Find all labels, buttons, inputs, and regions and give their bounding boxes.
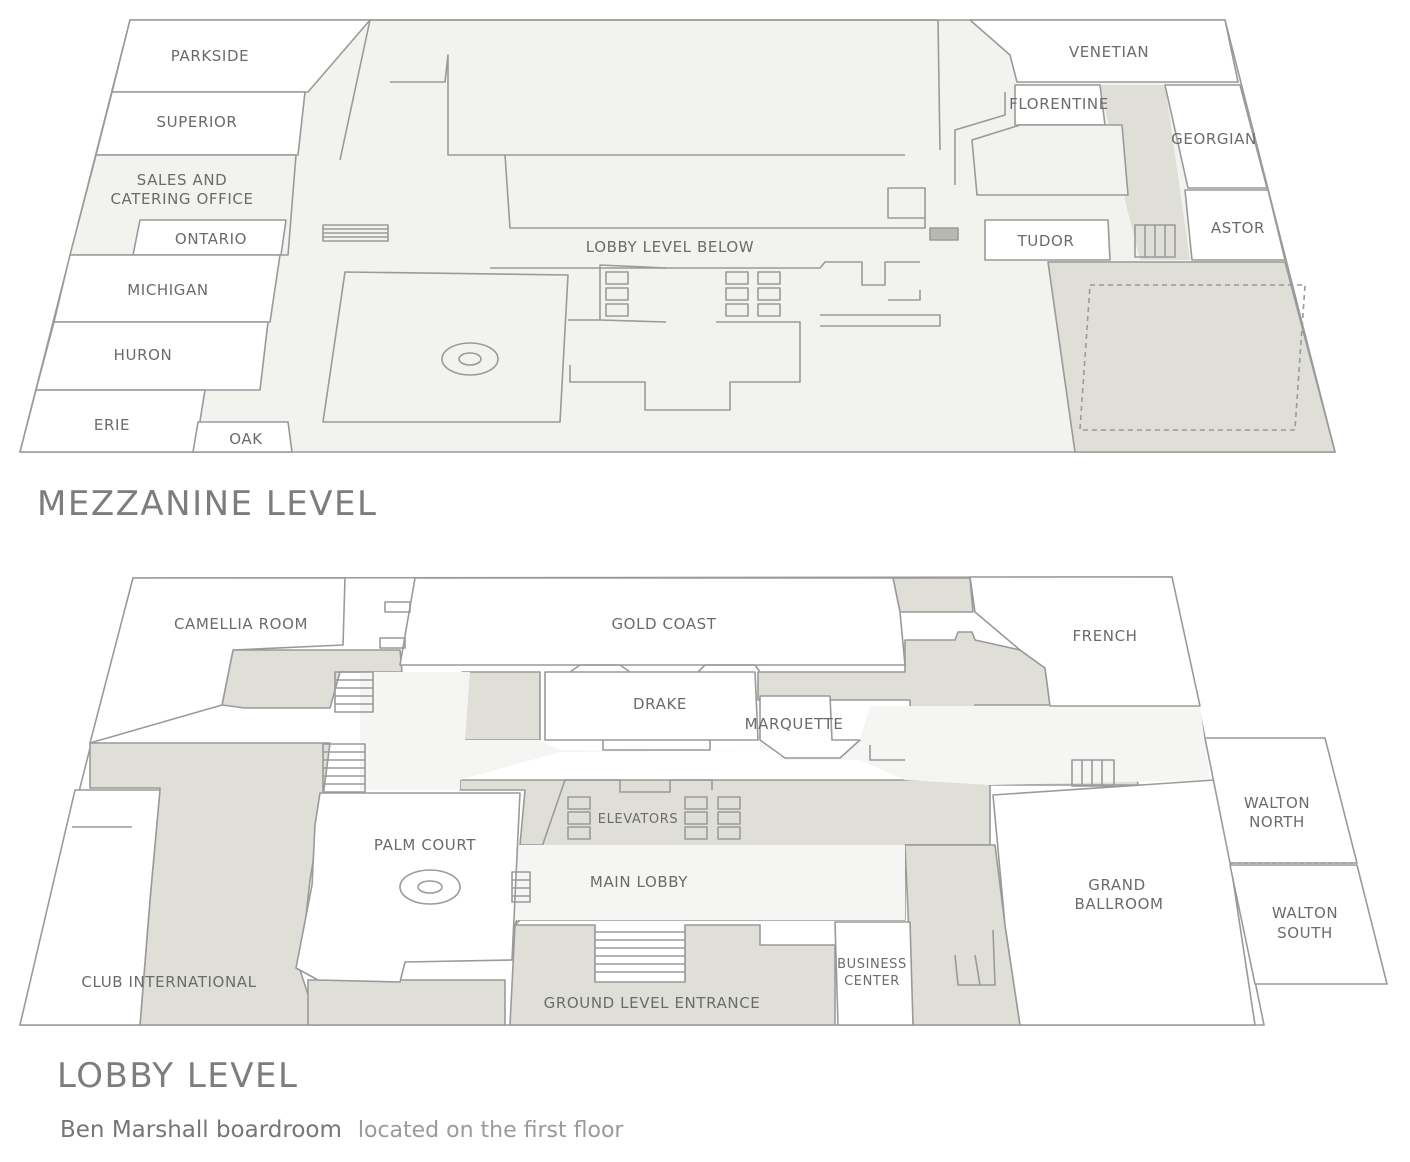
label-huron: HURON [114, 346, 173, 364]
room-gold-coast [399, 577, 906, 666]
label-elevators: ELEVATORS [598, 812, 678, 827]
room-club-international [19, 789, 161, 1026]
mezzanine-stairs-left [322, 224, 389, 242]
label-parkside: PARKSIDE [171, 47, 249, 65]
label-walton-south-1: WALTON [1272, 904, 1338, 922]
label-erie: ERIE [94, 416, 130, 434]
lobby-corridor [360, 672, 1210, 790]
lobby-plan [19, 576, 1388, 1026]
lobby-stairs-main [594, 931, 686, 983]
room-superior [95, 91, 306, 156]
label-lobby-below: LOBBY LEVEL BELOW [586, 238, 754, 256]
mezzanine-service-area [1047, 261, 1336, 453]
room-tudor [984, 219, 1111, 261]
footnote: Ben Marshall boardroom located on the fir… [60, 1117, 623, 1143]
room-astor [1184, 189, 1286, 261]
lobby-stairs-small [379, 601, 531, 903]
label-tudor: TUDOR [1017, 232, 1075, 250]
room-palm-court [295, 792, 521, 983]
footnote-text: located on the first floor [357, 1118, 624, 1143]
label-venetian: VENETIAN [1069, 43, 1149, 61]
label-ground-entrance: GROUND LEVEL ENTRANCE [544, 994, 761, 1012]
label-drake: DRAKE [633, 695, 687, 713]
label-marquette: MARQUETTE [745, 715, 844, 733]
label-michigan: MICHIGAN [127, 281, 208, 299]
label-main-lobby: MAIN LOBBY [590, 873, 688, 891]
label-walton-north-2: NORTH [1249, 813, 1305, 831]
label-gold-coast: GOLD COAST [611, 615, 716, 633]
lobby-stairs-right [1071, 759, 1115, 787]
elevators [567, 796, 741, 840]
room-french [969, 576, 1201, 707]
label-oak: OAK [229, 430, 263, 448]
mezzanine-plan [19, 19, 1336, 453]
label-french: FRENCH [1072, 627, 1137, 645]
label-sales-1: SALES AND [137, 171, 228, 189]
room-huron [35, 321, 269, 391]
room-marquette [759, 695, 861, 759]
room-michigan [53, 254, 281, 323]
room-business-center [834, 921, 914, 1026]
label-walton-north-1: WALTON [1244, 794, 1310, 812]
mezzanine-labels: PARKSIDE SUPERIOR SALES AND CATERING OFF… [94, 43, 1265, 448]
lobby-stairs-left [322, 671, 374, 793]
room-oak [192, 421, 293, 453]
label-georgian: GEORGIAN [1171, 130, 1257, 148]
label-walton-south-2: SOUTH [1277, 924, 1333, 942]
mezzanine-stairs-right [1134, 224, 1176, 258]
room-walton-south [1229, 864, 1388, 985]
label-club-international: CLUB INTERNATIONAL [81, 973, 256, 991]
label-florentine: FLORENTINE [1009, 95, 1109, 113]
footnote-room: Ben Marshall boardroom [60, 1117, 342, 1143]
label-camellia: CAMELLIA ROOM [174, 615, 308, 633]
room-parkside [111, 19, 371, 93]
label-grand-1: GRAND [1088, 876, 1145, 894]
label-business-2: CENTER [844, 974, 900, 989]
label-astor: ASTOR [1211, 219, 1265, 237]
label-grand-2: BALLROOM [1074, 895, 1163, 913]
room-camellia [89, 577, 346, 744]
room-ontario [132, 219, 287, 256]
label-ontario: ONTARIO [175, 230, 247, 248]
label-superior: SUPERIOR [157, 113, 238, 131]
mezzanine-title: MEZZANINE LEVEL [37, 484, 378, 524]
room-venetian [969, 19, 1239, 83]
room-drake [544, 671, 759, 741]
label-sales-2: CATERING OFFICE [110, 190, 253, 208]
label-business-1: BUSINESS [837, 957, 907, 972]
room-georgian [1164, 84, 1268, 189]
lobby-title: LOBBY LEVEL [57, 1056, 299, 1096]
lobby-labels: CAMELLIA ROOM GOLD COAST FRENCH DRAKE MA… [81, 615, 1338, 1012]
label-palm-court: PALM COURT [374, 836, 476, 854]
